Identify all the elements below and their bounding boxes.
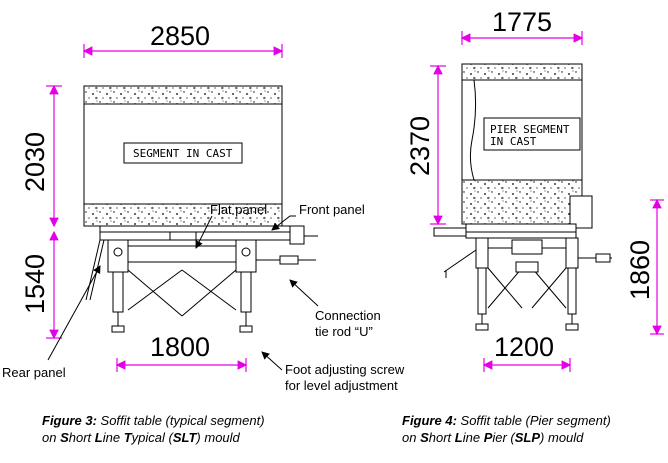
figure-3-number: Figure 3: — [42, 413, 97, 428]
right-dim-base: 1200 — [494, 332, 554, 362]
left-table — [85, 225, 318, 333]
figure-4-number: Figure 4: — [402, 413, 457, 428]
caption-text: ier ( — [492, 430, 515, 445]
left-dim-width: 2850 — [150, 21, 210, 51]
left-segment — [83, 85, 283, 227]
left-dim-lower: 1540 — [20, 254, 50, 314]
label-flat-panel: Flat panel — [210, 202, 267, 217]
caption-text: L — [454, 430, 463, 445]
figure-4-caption-line-2: on Short Line Pier (SLP) mould — [402, 429, 611, 446]
left-dimensions — [46, 44, 284, 372]
right-dim-width: 1775 — [492, 7, 552, 37]
right-segment-label-1: PIER SEGMENT — [490, 123, 570, 136]
caption-text: T — [123, 430, 132, 445]
caption-text: S — [420, 430, 429, 445]
right-dim-upper: 2370 — [405, 116, 435, 176]
caption-text: on — [42, 430, 61, 445]
label-foot-2: for level adjustment — [285, 378, 398, 393]
left-dim-upper: 2030 — [20, 132, 50, 192]
figure-3-caption-line-2: on Short Line Typical (SLT) mould — [42, 429, 265, 446]
caption-abbr: SLT — [172, 430, 197, 445]
caption-text: ) mould — [540, 430, 584, 445]
right-table — [433, 223, 612, 331]
label-foot-1: Foot adjusting screw — [285, 362, 405, 377]
label-rear-panel: Rear panel — [2, 365, 66, 380]
caption-text: on — [402, 430, 421, 445]
figure-3-caption-line-1: Figure 3: Soffit table (typical segment) — [42, 412, 265, 429]
right-dimensions — [430, 31, 664, 372]
caption-text: ) mould — [196, 430, 240, 445]
caption-text: ine — [102, 430, 124, 445]
caption-text: ine — [462, 430, 484, 445]
caption-text: L — [94, 430, 103, 445]
figure-4-title: Soffit table (Pier segment) — [456, 413, 611, 428]
label-connection-2: tie rod “U” — [315, 324, 373, 339]
caption-text: hort — [68, 430, 95, 445]
figure-4-caption-line-1: Figure 4: Soffit table (Pier segment) — [402, 412, 611, 429]
caption-abbr: SLP — [514, 430, 541, 445]
figure-3-title: Soffit table (typical segment) — [96, 413, 265, 428]
caption-text: hort — [428, 430, 455, 445]
caption-text: ypical ( — [131, 430, 173, 445]
left-segment-label: SEGMENT IN CAST — [133, 147, 233, 160]
left-dim-base: 1800 — [150, 332, 210, 362]
figure-4-caption: Figure 4: Soffit table (Pier segment) on… — [402, 412, 611, 446]
caption-text: P — [483, 430, 493, 445]
right-segment-label-2: IN CAST — [490, 135, 537, 148]
left-leaders — [47, 215, 319, 371]
caption-text: S — [60, 430, 69, 445]
right-dim-lower: 1860 — [625, 240, 655, 300]
label-front-panel: Front panel — [299, 202, 365, 217]
figure-3-caption: Figure 3: Soffit table (typical segment)… — [42, 412, 265, 446]
right-segment — [461, 63, 593, 229]
label-connection-1: Connection — [315, 308, 381, 323]
